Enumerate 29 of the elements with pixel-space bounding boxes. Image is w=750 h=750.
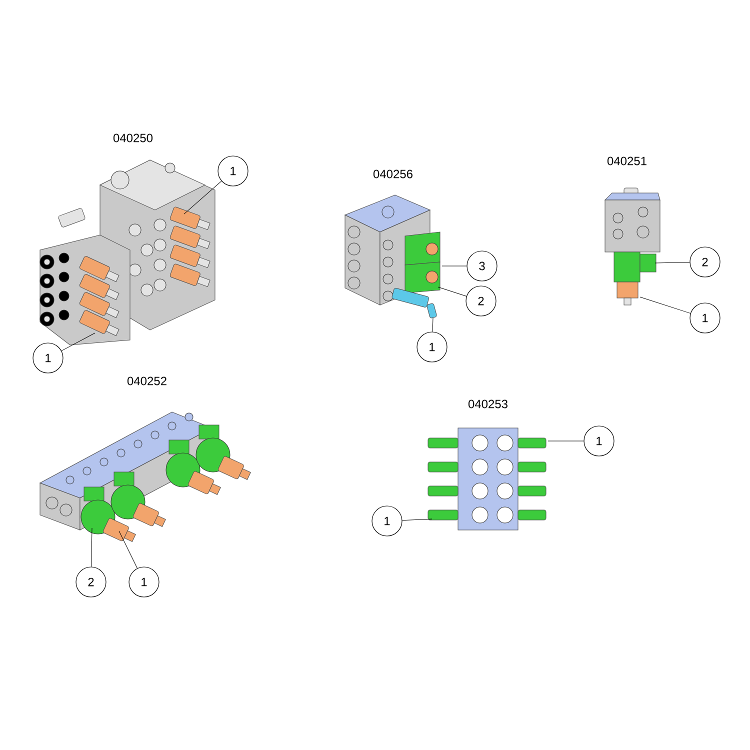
leader-line [438, 286, 467, 297]
callout-number: 3 [466, 250, 498, 282]
callout-number: 1 [690, 302, 720, 334]
valve-assembly-drawing [40, 160, 216, 346]
leader-line [548, 440, 584, 442]
leader-line [61, 332, 96, 352]
callout-number: 2 [690, 246, 720, 278]
callout-number: 1 [218, 156, 248, 186]
callout-number: 1 [372, 506, 402, 536]
part-number: 040252 [127, 376, 166, 386]
callout-number: 2 [76, 566, 106, 598]
leader-line [432, 318, 434, 332]
leader-line [402, 518, 432, 521]
leader-line [654, 262, 690, 264]
part-number: 040251 [607, 156, 646, 166]
valve-assembly-drawing [604, 188, 660, 306]
part-number: 040253 [468, 400, 508, 408]
leader-line [640, 296, 691, 314]
callout-number: 2 [466, 286, 496, 316]
leader-line [91, 528, 92, 567]
part-number: 040256 [373, 170, 412, 178]
part-number: 040250 [113, 134, 153, 142]
valve-assembly-drawing [344, 194, 440, 318]
valve-assembly-drawing [40, 412, 251, 542]
callout-number: 1 [128, 566, 160, 598]
callout-number: 1 [32, 342, 64, 374]
callout-number: 1 [584, 426, 614, 456]
callout-number: 1 [416, 332, 448, 362]
valve-assembly-drawing [428, 428, 546, 530]
